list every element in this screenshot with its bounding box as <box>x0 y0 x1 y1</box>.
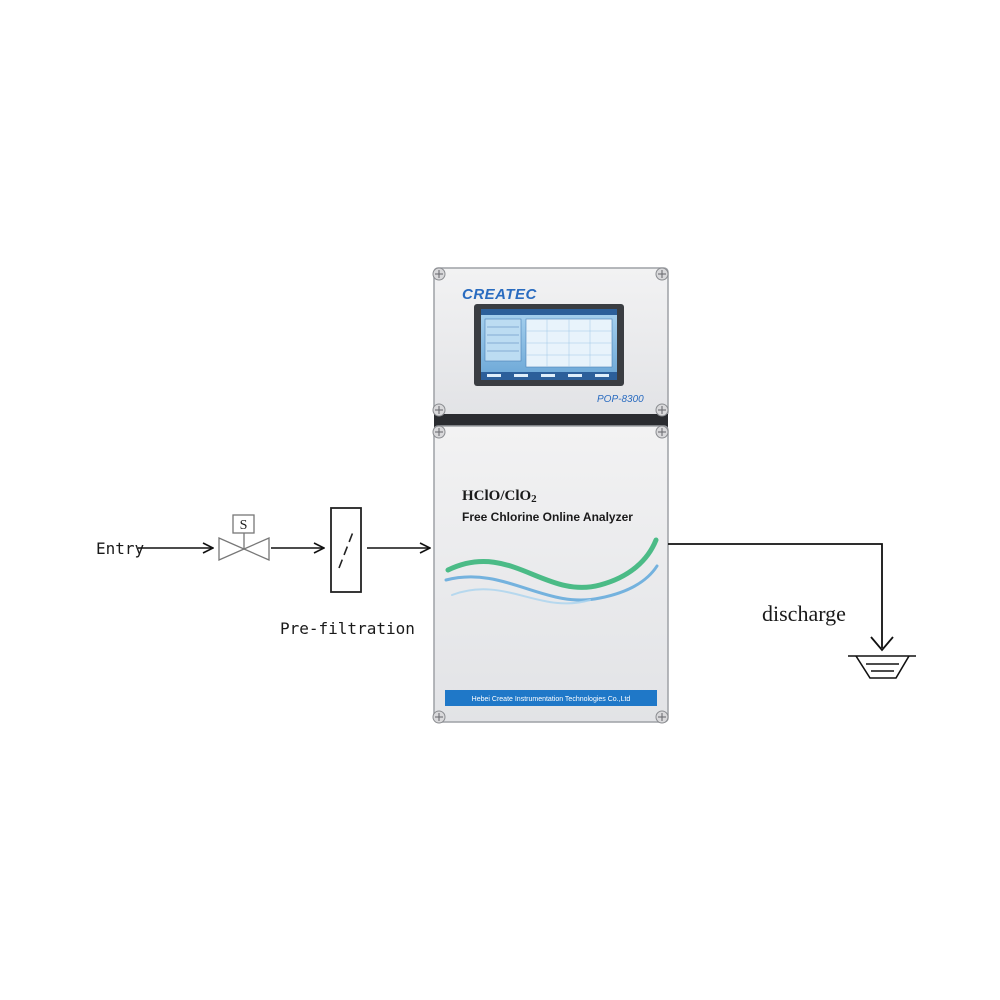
company-name: Hebei Create Instrumentation Technologie… <box>472 696 631 703</box>
discharge-arrowhead <box>870 636 894 652</box>
model-number: POP-8300 <box>597 394 644 405</box>
discharge-label: discharge <box>762 601 846 626</box>
brand-logo: CREATEC <box>462 286 538 303</box>
touchscreen-display <box>474 304 624 386</box>
solenoid-valve-icon <box>218 514 270 561</box>
analyzer-cabinet <box>432 267 669 724</box>
filter-icon <box>330 507 362 593</box>
wave-graphic <box>444 537 659 605</box>
drain-icon <box>848 655 916 679</box>
solenoid-letter: S <box>240 518 248 533</box>
discharge-pipe <box>668 543 883 648</box>
analyzer-title: Free Chlorine Online Analyzer <box>462 510 633 524</box>
prefiltration-label: Pre-filtration <box>280 619 415 638</box>
company-band <box>445 690 657 706</box>
chemical-formula-main: HClO/ClO <box>462 488 531 504</box>
sensor-box <box>433 425 669 723</box>
chemical-formula: HClO/ClO2 <box>462 488 537 505</box>
chemical-formula-subscript: 2 <box>531 493 537 505</box>
entry-label: Entry <box>96 539 145 558</box>
